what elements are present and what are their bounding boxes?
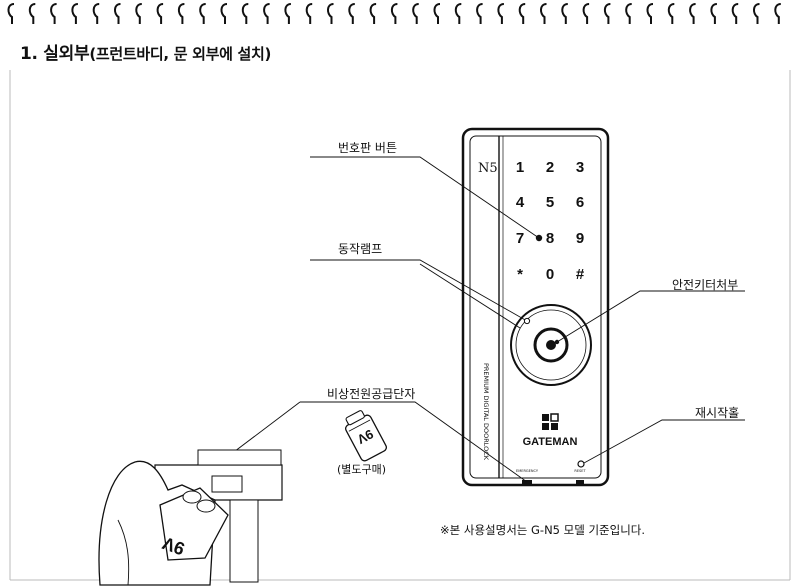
key-hash[interactable]: # [576,266,585,283]
binding-ring [753,3,760,24]
binding-ring [327,3,334,24]
key-2[interactable]: 2 [546,159,554,176]
binding-ring [497,3,505,24]
key-5[interactable]: 5 [546,194,554,211]
emergency-label: EMERGENCY [516,469,539,473]
binding-ring [540,3,547,24]
binding-ring [603,3,611,24]
key-0[interactable]: 0 [546,266,554,283]
emergency-terminal-port [522,480,532,485]
doorlock-body [461,127,610,487]
model-mark: N5 [478,161,498,176]
brand-name: GATEMAN [523,436,578,448]
binding-ring [476,3,483,24]
binding-ring [369,3,377,24]
binding-ring [348,3,355,24]
binding-ring [625,3,632,24]
binding-ring [114,3,121,24]
reset-label: RESET [574,469,586,473]
binding-ring [731,3,739,24]
bottom-port [576,480,584,484]
spiral-binding [7,3,781,24]
binding-ring [710,3,718,24]
key-9[interactable]: 9 [576,230,584,247]
binding-ring [412,3,419,24]
binding-ring [774,3,781,24]
key-6[interactable]: 6 [576,194,584,211]
key-4[interactable]: 4 [516,194,525,211]
reset-callout: 재시작홀 [695,406,740,420]
binding-ring [667,3,675,24]
binding-ring [199,3,206,24]
battery-caption: (별도구매) [337,463,387,476]
binding-ring [646,3,654,24]
keypad-callout: 번호판 버튼 [338,141,398,155]
binding-ring [454,3,462,24]
binding-ring [390,3,398,24]
battery-label: 9V [354,426,375,447]
safety-touch-knob[interactable] [510,304,592,386]
binding-ring [263,3,270,24]
reset-hole[interactable] [577,460,585,468]
binding-ring [561,3,568,24]
binding-ring [305,3,313,24]
key-8[interactable]: 8 [546,230,554,247]
hand-with-battery: 9V [98,449,283,586]
section-subtitle: (프런트바디, 문 외부에 설치) [89,45,272,63]
binding-ring [177,3,185,24]
binding-ring [433,3,441,24]
binding-ring [28,3,36,24]
binding-ring [92,3,100,24]
section-title: 1. 실외부 [20,44,90,64]
battery-9v-icon: 9V [345,410,387,462]
binding-ring [156,3,164,24]
binding-ring [71,3,79,24]
binding-ring [582,3,590,24]
binding-ring [284,3,292,24]
binding-ring [220,3,228,24]
key-1[interactable]: 1 [516,159,524,176]
key-star[interactable]: * [517,266,523,283]
section-heading: 1. 실외부(프런트바디, 문 외부에 설치) [20,39,271,64]
key-7[interactable]: 7 [516,230,524,247]
keypad[interactable]: 1 2 3 4 5 6 7 8 9 * 0 # [516,159,585,283]
lamp-callout: 동작램프 [338,242,383,256]
gateman-logo [542,413,559,430]
model-footnote: ※본 사용설명서는 G-N5 모델 기준입니다. [440,523,646,537]
side-vertical-text: PREMIUM DIGITAL DOORLOCK [482,363,490,461]
binding-ring [50,3,57,24]
binding-ring [135,3,142,24]
emergency-terminal-callout: 비상전원공급단자 [327,387,416,401]
binding-ring [689,3,696,24]
binding-ring [241,3,249,24]
binding-ring [518,3,526,24]
key-3[interactable]: 3 [576,159,584,176]
binding-ring [7,3,15,24]
safety-knob-callout: 안전키터처부 [672,278,739,292]
